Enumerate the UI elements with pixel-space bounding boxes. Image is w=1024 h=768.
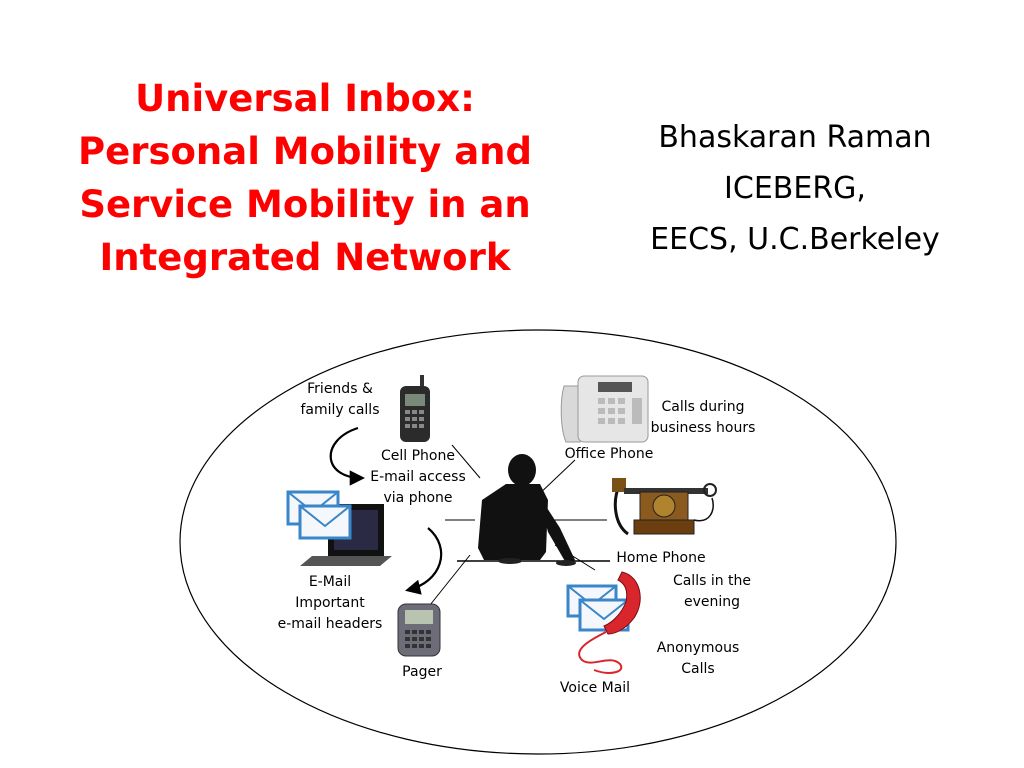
- friends-arrow: [329, 426, 366, 486]
- cell-phone-icon: [400, 375, 430, 442]
- email-laptop-icon: [300, 504, 392, 566]
- friends-family-label: Friends & family calls: [300, 381, 380, 418]
- title-line-4: Integrated Network: [99, 236, 511, 279]
- business-hours-label: Calls during business hours: [650, 399, 756, 436]
- home-phone-icon: [612, 478, 717, 536]
- red-handset-icon: [578, 571, 641, 674]
- pager-label: Pager: [402, 664, 442, 680]
- author-name: Bhaskaran Raman: [658, 120, 932, 155]
- person-icon: [457, 454, 610, 566]
- cell-phone-label: Cell Phone E-mail access via phone: [370, 448, 466, 506]
- author-block: Bhaskaran Raman ICEBERG, EECS, U.C.Berke…: [610, 112, 980, 265]
- author-dept: EECS, U.C.Berkeley: [650, 222, 940, 257]
- office-phone-label: Office Phone: [564, 446, 654, 462]
- voice-mail-label: Voice Mail: [559, 680, 631, 696]
- evening-label: Calls in the evening: [672, 573, 752, 610]
- home-phone-label: Home Phone: [616, 550, 706, 566]
- anonymous-calls-label: Anonymous Calls: [656, 640, 740, 677]
- email-arrow: [405, 527, 443, 595]
- office-phone-icon: [560, 375, 649, 443]
- envelope-icon: [298, 504, 352, 540]
- email-label: E-Mail Important e-mail headers: [277, 574, 383, 632]
- title-line-2: Personal Mobility and: [77, 130, 533, 173]
- pager-icon: [397, 603, 441, 657]
- author-group: ICEBERG,: [724, 171, 866, 206]
- slide-title: Universal Inbox: Personal Mobility and S…: [40, 72, 570, 284]
- title-line-3: Service Mobility in an: [79, 183, 531, 226]
- network-ellipse: [179, 329, 897, 755]
- title-line-1: Universal Inbox:: [135, 77, 475, 120]
